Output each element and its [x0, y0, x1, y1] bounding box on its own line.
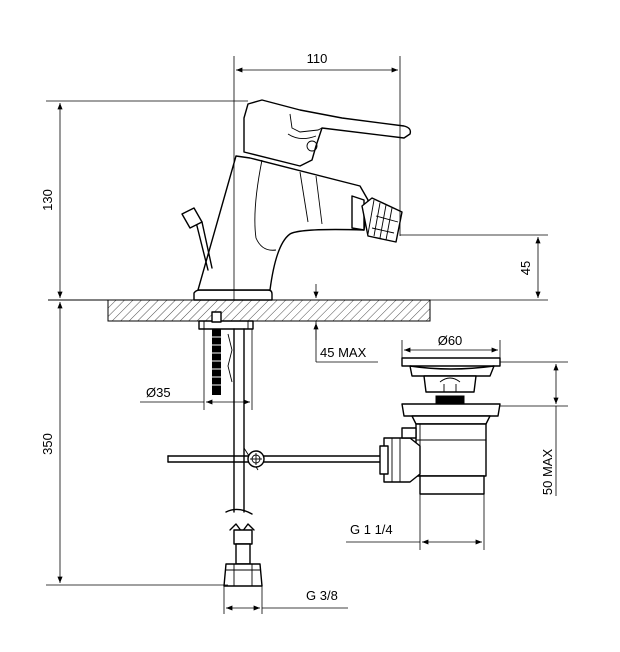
dimension-dia-35-label: Ø35 — [146, 385, 171, 400]
threaded-stud — [211, 311, 222, 395]
dimension-dia-60: Ø60 — [401, 333, 501, 358]
dimension-g-1-1-4: G 1 1/4 — [346, 494, 485, 550]
dimension-50-max-label: 50 MAX — [540, 449, 555, 496]
dimension-50-max: 50 MAX — [500, 361, 568, 496]
dimension-g-3-8: G 3/8 — [223, 586, 348, 614]
dimension-110: 110 — [233, 51, 401, 300]
countertop — [48, 299, 431, 322]
lever-handle — [243, 99, 412, 167]
dimension-dia-35: Ø35 — [140, 329, 253, 410]
mounting-nut — [198, 320, 254, 330]
dimension-45-label: 45 — [518, 261, 533, 275]
dimension-130: 130 — [40, 100, 248, 298]
waste-assembly — [379, 357, 501, 495]
dimension-350-label: 350 — [40, 433, 55, 455]
dimension-dia-60-label: Ø60 — [438, 333, 463, 348]
popup-rod — [167, 447, 391, 471]
dimension-130-label: 130 — [40, 189, 55, 211]
dimension-45-max-label: 45 MAX — [320, 345, 367, 360]
popup-knob — [181, 207, 213, 271]
faucet-body — [193, 155, 403, 301]
dimension-45-max: 45 MAX — [313, 284, 378, 363]
dimension-350: 350 — [40, 302, 228, 586]
dimension-g-3-8-label: G 3/8 — [306, 588, 338, 603]
dimension-g-1-1-4-label: G 1 1/4 — [350, 522, 393, 537]
dimension-110-label: 110 — [307, 51, 328, 66]
dimension-45: 45 — [400, 234, 548, 301]
aerator — [361, 197, 403, 243]
